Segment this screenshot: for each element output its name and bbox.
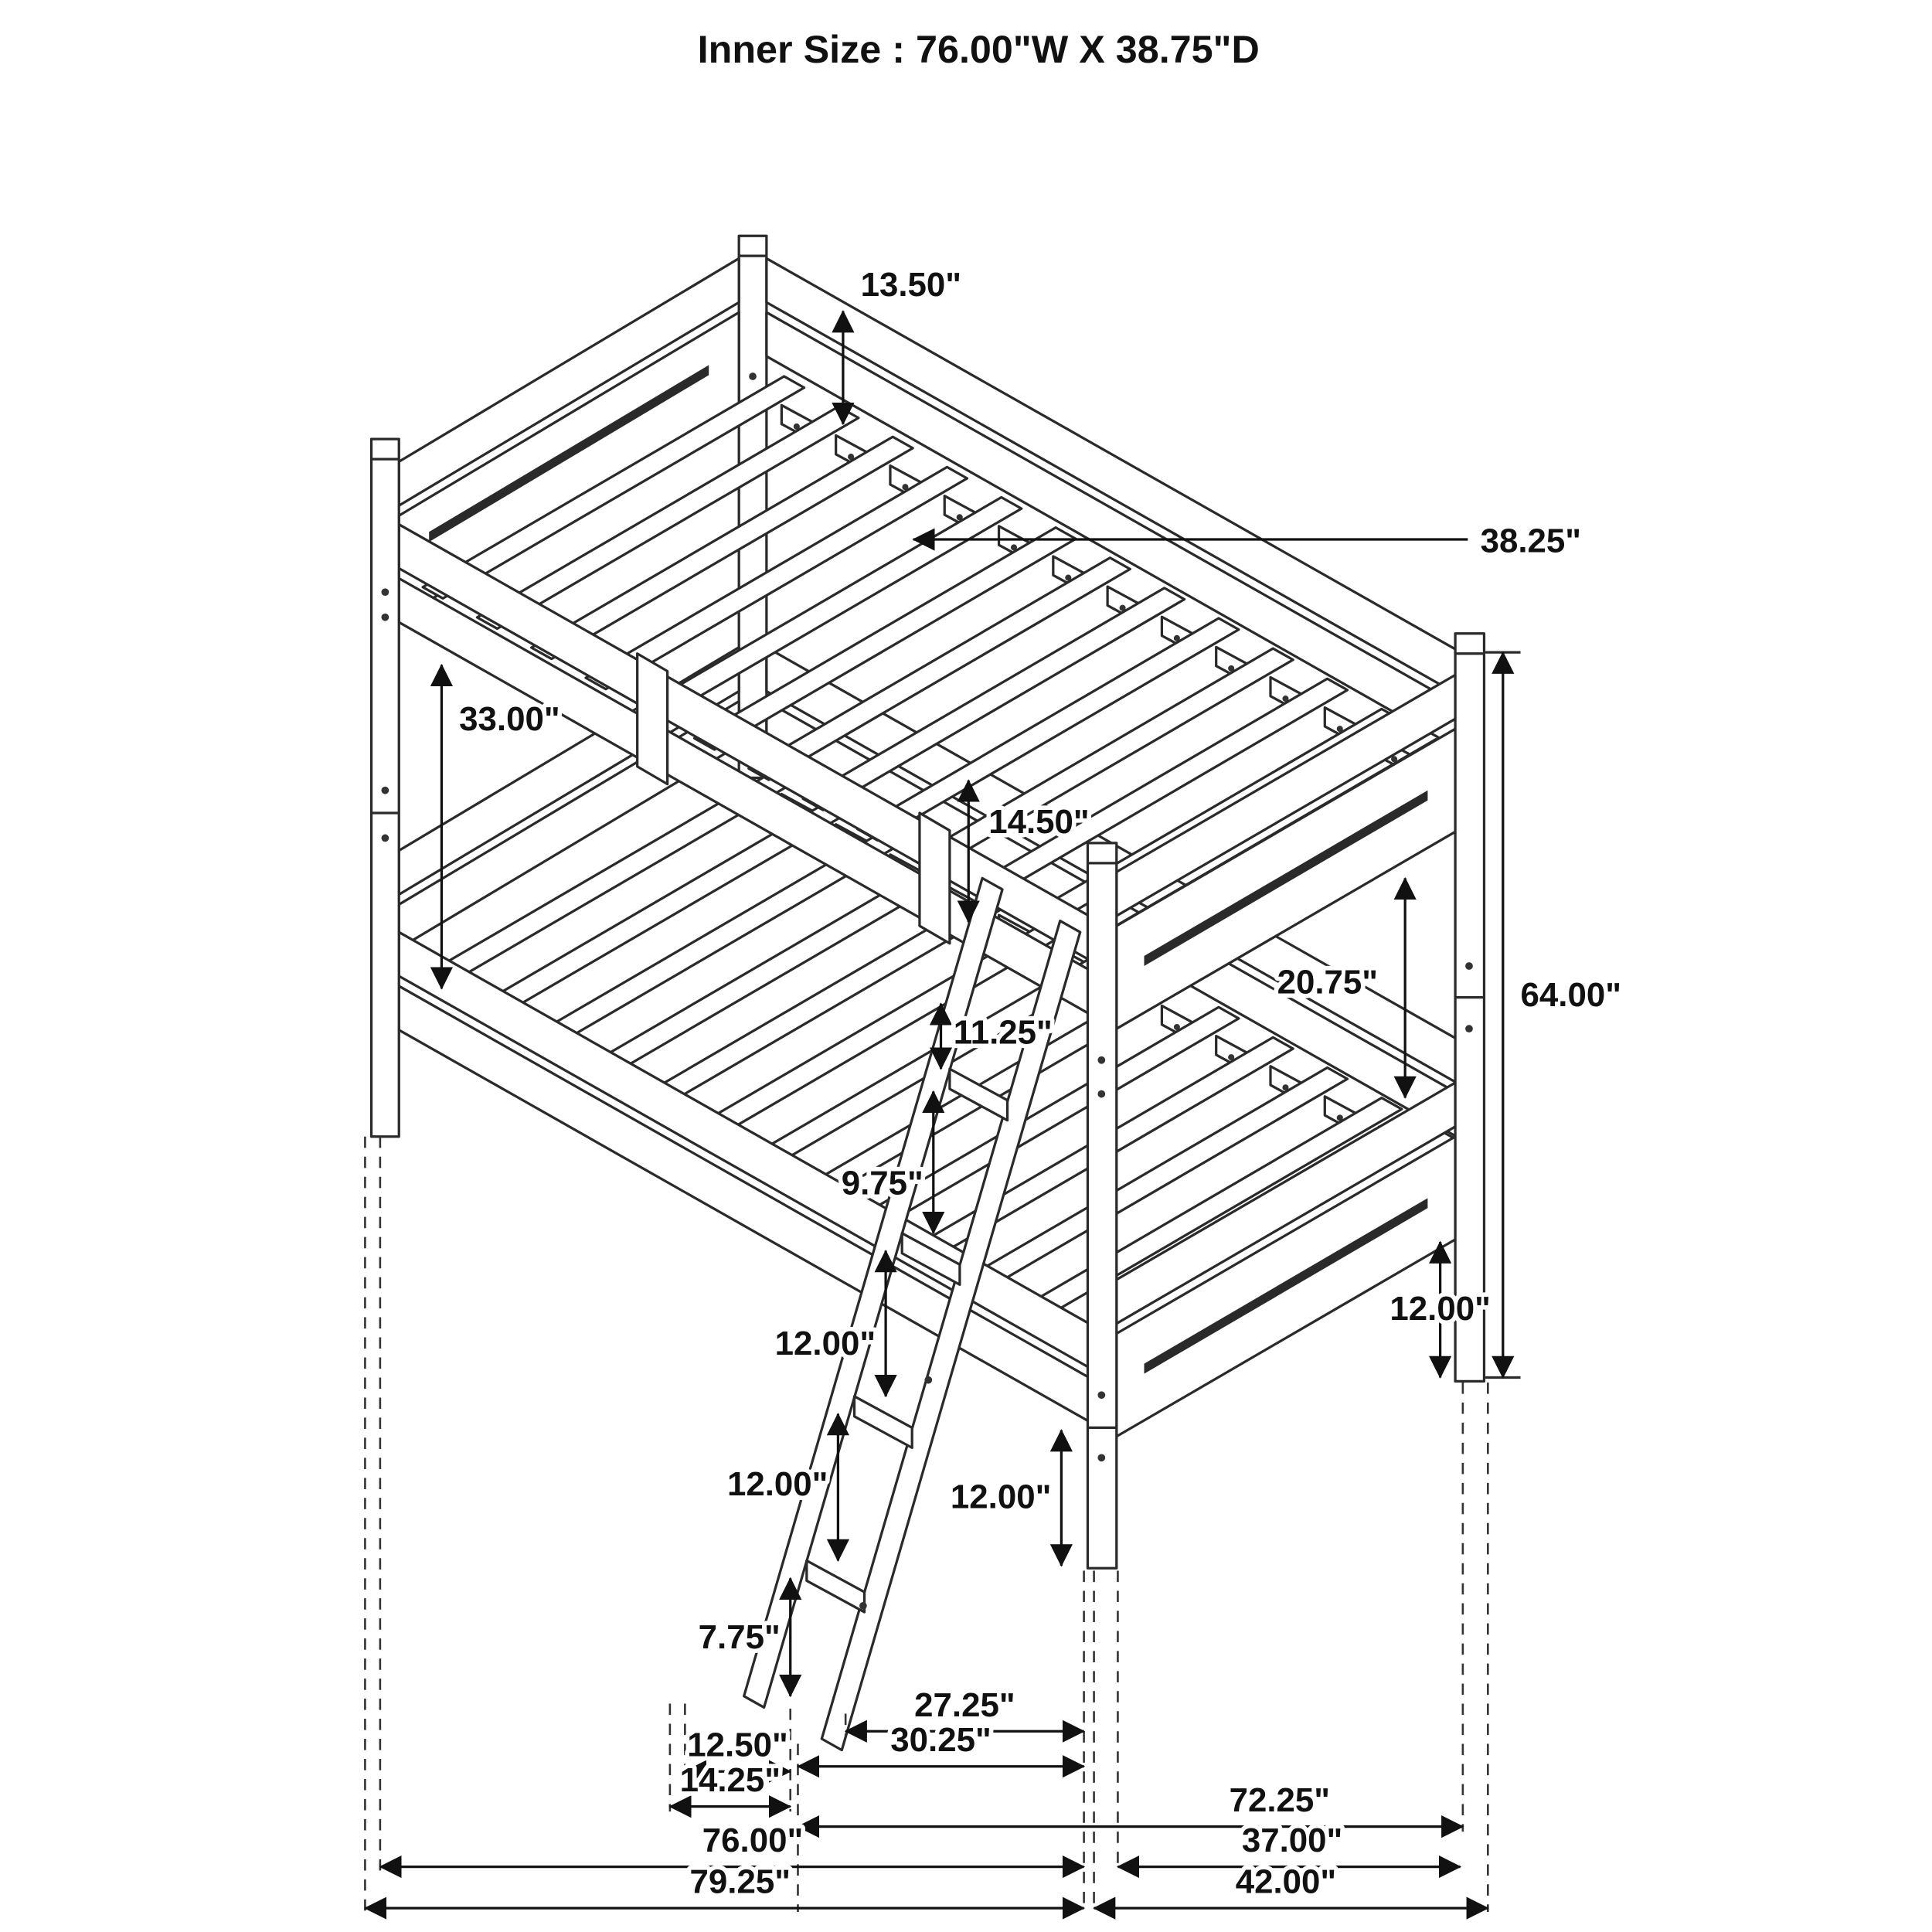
dim-front-leg-height: 12.00"	[946, 1429, 1073, 1567]
dim-label-33-00: 33.00"	[459, 700, 560, 738]
dim-label-12-00-a: 12.00"	[775, 1325, 876, 1362]
dim-label-64-00: 64.00"	[1521, 976, 1621, 1014]
dimensions: 13.50" 38.25" 33.00" 14.50" 20.75" 64.00…	[363, 261, 1626, 1920]
front-post	[1086, 842, 1118, 1570]
dim-label-42-00: 42.00"	[1236, 1863, 1336, 1901]
dim-end-width-inner: 37.00"	[1116, 1817, 1462, 1879]
dim-label-11-25: 11.25"	[954, 1014, 1053, 1052]
ladder	[743, 876, 1082, 1752]
dim-length-72-25: 72.25"	[797, 1777, 1464, 1838]
dim-label-37-00: 37.00"	[1242, 1821, 1342, 1859]
projection-lines	[364, 1136, 1489, 1913]
dim-overall-height: 64.00"	[1485, 651, 1626, 1379]
dim-inner-length: 76.00"	[379, 1817, 1086, 1879]
dim-right-leg-height: 12.00"	[1386, 1240, 1495, 1379]
left-post	[369, 437, 400, 1138]
dim-label-38-25: 38.25"	[1481, 522, 1581, 560]
dim-ladder-foot-width-inner: 12.50"	[683, 1722, 792, 1783]
dim-label-27-25: 27.25"	[914, 1686, 1015, 1724]
guard-rail-top	[397, 522, 1090, 1015]
dim-label-12-00-b: 12.00"	[727, 1465, 828, 1503]
dim-guard-to-bottom-bunk: 33.00"	[430, 663, 564, 990]
dim-label-14-25: 14.25"	[680, 1761, 781, 1799]
dim-ladder-step-gap-3: 12.00"	[770, 1250, 897, 1398]
dim-overall-length: 79.25"	[363, 1859, 1086, 1920]
right-post	[1454, 632, 1486, 1383]
back-post	[737, 234, 768, 780]
dim-label-9-75: 9.75"	[842, 1164, 923, 1202]
dim-ladder-step-gap-4: 12.00"	[723, 1413, 850, 1562]
foot-end-panel-bottom	[1115, 1081, 1457, 1438]
dim-ladder-bottom-gap: 7.75"	[694, 1577, 802, 1698]
dim-label-20-75: 20.75"	[1277, 964, 1378, 1002]
dim-label-14-50: 14.50"	[988, 803, 1089, 841]
diagram-title: Inner Size : 76.00"W X 38.75"D	[698, 27, 1260, 71]
dim-label-7-75: 7.75"	[699, 1618, 781, 1656]
far-rail-top	[765, 257, 1458, 750]
head-end-panel-top	[397, 257, 740, 620]
dim-label-79-25: 79.25"	[690, 1863, 791, 1901]
dim-overall-width: 42.00"	[1093, 1859, 1489, 1920]
dim-ladder-step-gap-2: 9.75"	[837, 1090, 945, 1235]
dim-ladder-span: 30.25"	[797, 1717, 1086, 1778]
dim-ladder-step-gap-1: 11.25"	[929, 1002, 1056, 1070]
dim-label-12-00-d: 12.00"	[1389, 1290, 1490, 1328]
dim-slat-leader: 38.25"	[912, 518, 1586, 564]
dim-label-72-25: 72.25"	[1230, 1781, 1330, 1819]
bed-frame	[369, 234, 1486, 1752]
dim-label-13-50: 13.50"	[861, 266, 961, 304]
dim-label-76-00: 76.00"	[702, 1821, 803, 1859]
foot-end-panel-top	[1115, 673, 1457, 1030]
dim-guard-height: 14.50"	[957, 779, 1094, 923]
dim-ladder-reach: 27.25"	[844, 1682, 1086, 1743]
dim-label-12-00-c: 12.00"	[951, 1478, 1051, 1515]
dim-label-12-50: 12.50"	[687, 1726, 787, 1764]
dim-rail-height: 13.50"	[832, 261, 966, 426]
dim-label-30-25: 30.25"	[890, 1721, 991, 1759]
dim-bunk-clearance: 20.75"	[1273, 876, 1417, 1099]
dim-ladder-foot-width-outer: 14.25"	[668, 1757, 792, 1818]
